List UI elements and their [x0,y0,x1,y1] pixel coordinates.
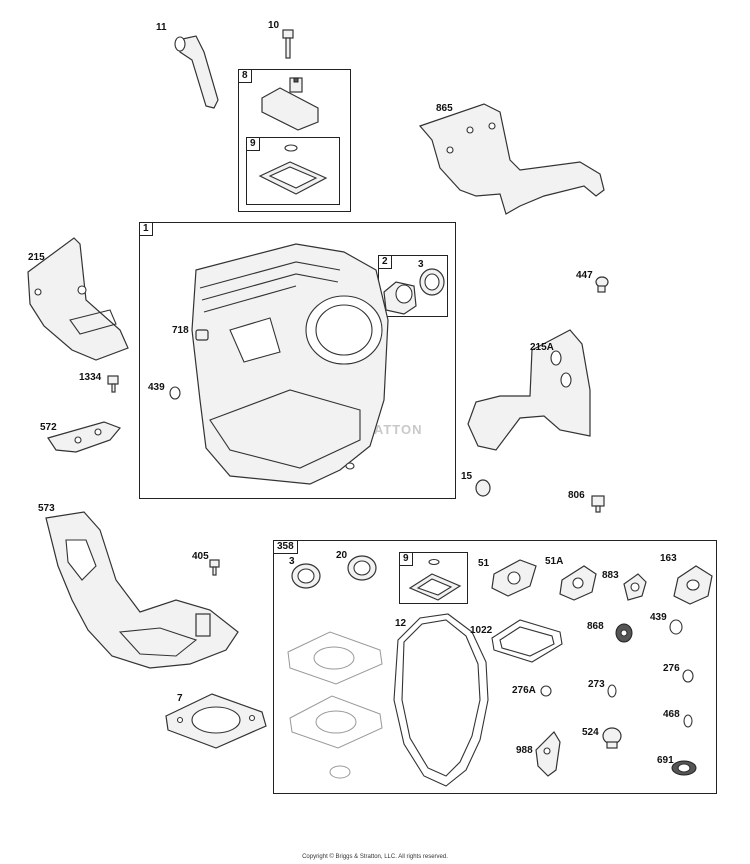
gasket-163-illustration [673,565,713,605]
part-label-572[interactable]: 572 [40,422,57,433]
part-label-7[interactable]: 7 [177,693,183,704]
part-label-3-kit[interactable]: 3 [289,556,295,567]
screw-405-illustration [209,559,220,576]
part-label-1022[interactable]: 1022 [470,625,493,636]
part-label-883[interactable]: 883 [602,570,619,581]
plate-988-illustration [535,731,561,777]
screw-806-illustration [591,495,605,513]
copyright-notice: Copyright © Briggs & Stratton, LLC. All … [302,854,448,860]
seal-20-illustration [347,555,377,581]
part-label-439-box1[interactable]: 439 [148,382,165,393]
part-label-215[interactable]: 215 [28,252,45,263]
part-box-2: 2 [378,255,448,317]
gasket-883-illustration [623,573,647,601]
seal-276-illustration [682,669,694,683]
part-label-15[interactable]: 15 [461,471,473,482]
part-label-276A[interactable]: 276A [512,685,536,696]
part-box-1: 1 [139,222,456,499]
part-label-9-lower[interactable]: 9 [399,552,413,566]
crankcase-gasket-12-illustration [393,613,489,787]
plug-524-illustration [602,727,622,749]
part-box-9-upper: 9 [246,137,340,205]
gasket-51A-illustration [559,565,597,601]
engine-block-illustration [191,243,389,485]
part-label-215A[interactable]: 215A [530,342,554,353]
part-label-1[interactable]: 1 [139,222,153,236]
sleeve-2-illustration [383,268,445,315]
seal-273-illustration [607,684,617,698]
seal-868-illustration [615,623,633,643]
part-label-573[interactable]: 573 [38,503,55,514]
washer-439-illustration [169,386,181,400]
part-label-524[interactable]: 524 [582,727,599,738]
part-label-273[interactable]: 273 [588,679,605,690]
part-label-806[interactable]: 806 [568,490,585,501]
part-label-11[interactable]: 11 [156,22,167,33]
screw-illustration [282,29,294,59]
part-label-9-upper[interactable]: 9 [246,137,260,151]
blower-housing-573-illustration [45,511,239,669]
washer-439-kit-illustration [669,619,683,635]
part-label-439-kit[interactable]: 439 [650,612,667,623]
gasket-9-illustration [408,558,462,601]
part-label-718[interactable]: 718 [172,325,189,336]
part-box-8: 8 [238,69,351,212]
fitting-447-illustration [595,276,609,293]
part-label-276[interactable]: 276 [663,663,680,674]
breather-gasket-illustration [258,144,328,195]
part-label-468[interactable]: 468 [663,709,680,720]
gasket-1022-illustration [491,619,563,663]
part-label-1334[interactable]: 1334 [79,372,102,383]
seal-3-illustration [291,563,321,589]
screw-1334-illustration [107,375,119,393]
part-box-358: 358 [273,540,717,794]
plug-15-illustration [475,479,491,497]
shroud-865-illustration [418,103,605,215]
breather-cover-illustration [261,77,319,131]
part-label-163[interactable]: 163 [660,553,677,564]
part-label-12[interactable]: 12 [395,618,407,629]
breather-tube-illustration [174,35,219,109]
gasket-51-illustration [491,559,537,597]
part-label-691[interactable]: 691 [657,755,674,766]
bracket-572-illustration [47,421,122,453]
shield-215A-illustration [467,329,591,451]
head-gasket-7-illustration [165,693,267,749]
part-label-51[interactable]: 51 [478,558,490,569]
seal-468-illustration [683,714,693,728]
part-label-20[interactable]: 20 [336,550,348,561]
part-label-358[interactable]: 358 [273,540,298,554]
part-label-10[interactable]: 10 [268,20,280,31]
part-box-9-lower: 9 [399,552,468,604]
dowel-718-illustration [195,329,209,341]
seal-691-illustration [671,760,697,776]
part-label-8[interactable]: 8 [238,69,252,83]
part-label-3-box2[interactable]: 3 [418,259,424,270]
part-label-51A[interactable]: 51A [545,556,564,567]
part-label-865[interactable]: 865 [436,103,453,114]
part-label-2[interactable]: 2 [378,255,392,269]
part-label-405[interactable]: 405 [192,551,209,562]
part-label-988[interactable]: 988 [516,745,533,756]
part-label-868[interactable]: 868 [587,621,604,632]
shield-215-illustration [27,237,129,361]
gasket-set-illustration [287,631,383,779]
seal-276A-illustration [540,685,552,697]
part-label-447[interactable]: 447 [576,270,593,281]
